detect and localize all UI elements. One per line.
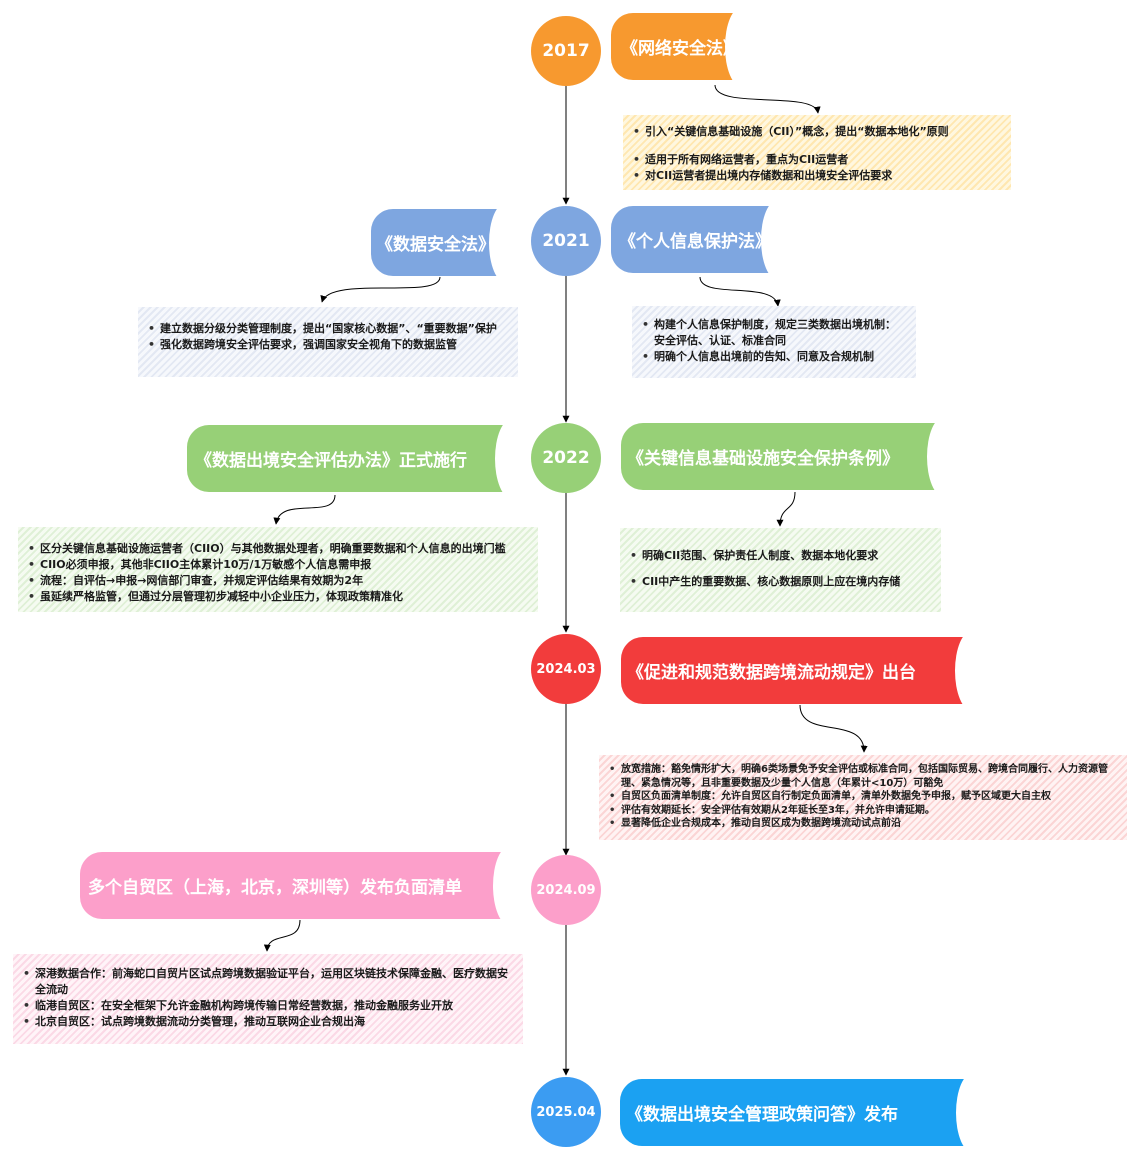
- connector-2022-left-note: [273, 494, 336, 525]
- note-item: 对CII运营者提出境内存储数据和出境安全评估要求: [633, 168, 1001, 184]
- note-item: 深港数据合作：前海蛇口自贸片区试点跨境数据验证平台，运用区块链技术保障金融、医疗…: [23, 966, 513, 998]
- banner-title: 《关键信息基础设施安全保护条例》: [627, 449, 899, 469]
- banner-cross-border-rules: 《促进和规范数据跨境流动规定》出台: [621, 637, 987, 704]
- banner-data-export-assessment: 《数据出境安全评估办法》正式施行: [187, 425, 527, 492]
- note-2021-right: 构建个人信息保护制度，规定三类数据出境机制：安全评估、认证、标准合同 明确个人信…: [632, 306, 916, 378]
- note-item: CIIO必须申报，其他非CIIO主体累计10万/1万敏感个人信息需申报: [28, 557, 528, 573]
- note-item: 明确个人信息出境前的告知、同意及合规机制: [642, 349, 906, 365]
- connector-2022-right-note: [776, 491, 796, 527]
- year-circle-2024-03: 2024.03: [531, 634, 601, 704]
- connector-2021-right-note: [699, 276, 781, 307]
- year-circle-2022: 2022: [531, 423, 601, 493]
- banner-cybersecurity-law: 《网络安全法》: [611, 13, 757, 80]
- note-2022-right: 明确CII范围、保护责任人制度、数据本地化要求 CII中产生的重要数据、核心数据…: [620, 528, 941, 612]
- note-item: 评估有效期延长：安全评估有效期从2年延长至3年，并允许申请延期。: [609, 804, 1117, 818]
- connector-2017-note: [714, 84, 821, 114]
- banner-title: 《促进和规范数据跨境流动规定》出台: [627, 663, 916, 683]
- banner-title: 《数据出境安全管理政策问答》发布: [626, 1105, 898, 1125]
- note-2017: 引入“关键信息基础设施（CII）”概念，提出“数据本地化”原则 适用于所有网络运…: [623, 115, 1011, 190]
- banner-cii-regulation: 《关键信息基础设施安全保护条例》: [621, 423, 959, 490]
- year-circle-2024-09: 2024.09: [531, 855, 601, 925]
- connector-2021-left-note: [320, 276, 441, 303]
- banner-policy-qa: 《数据出境安全管理政策问答》发布: [620, 1079, 988, 1146]
- banner-title: 《数据安全法》: [376, 235, 495, 255]
- banner-data-security-law: 《数据安全法》: [371, 209, 521, 276]
- note-item: 虽延续严格监管，但通过分层管理初步减轻中小企业压力，体现政策精准化: [28, 589, 528, 605]
- banner-pipl: 《个人信息保护法》: [611, 206, 793, 273]
- year-circle-2017: 2017: [531, 16, 601, 86]
- banner-title: 《个人信息保护法》: [619, 232, 772, 252]
- note-item: CII中产生的重要数据、核心数据原则上应在境内存储: [630, 574, 931, 590]
- banner-title: 《网络安全法》: [621, 39, 740, 59]
- note-2024-03: 放宽措施：豁免情形扩大，明确6类场景免予安全评估或标准合同，包括国际贸易、跨境合…: [599, 755, 1127, 840]
- note-item: 区分关键信息基础设施运营者（CIIO）与其他数据处理者，明确重要数据和个人信息的…: [28, 541, 528, 557]
- note-item: 自贸区负面清单制度：允许自贸区自行制定负面清单，清单外数据免予申报，赋予区域更大…: [609, 790, 1117, 804]
- note-item: 北京自贸区：试点跨境数据流动分类管理，推动互联网企业合规出海: [23, 1014, 513, 1030]
- banner-title: 多个自贸区（上海，北京，深圳等）发布负面清单: [88, 878, 462, 898]
- note-item: 流程：自评估→申报→网信部门审查，并规定评估结果有效期为2年: [28, 573, 528, 589]
- year-circle-2025-04: 2025.04: [531, 1077, 601, 1147]
- note-item: 临港自贸区：在安全框架下允许金融机构跨境传输日常经营数据，推动金融服务业开放: [23, 998, 513, 1014]
- year-circle-2021: 2021: [531, 206, 601, 276]
- note-item: 放宽措施：豁免情形扩大，明确6类场景免予安全评估或标准合同，包括国际贸易、跨境合…: [609, 763, 1117, 790]
- note-item: 显著降低企业合规成本，推动自贸区成为数据跨境流动试点前沿: [609, 817, 1117, 831]
- note-2022-left: 区分关键信息基础设施运营者（CIIO）与其他数据处理者，明确重要数据和个人信息的…: [18, 527, 538, 612]
- note-item: 引入“关键信息基础设施（CII）”概念，提出“数据本地化”原则: [633, 124, 1001, 140]
- note-item: 强化数据跨境安全评估要求，强调国家安全视角下的数据监管: [148, 337, 508, 353]
- note-2021-left: 建立数据分级分类管理制度，提出“国家核心数据”、“重要数据”保护 强化数据跨境安…: [138, 307, 518, 377]
- connector-202403-note: [799, 704, 868, 753]
- note-item: 适用于所有网络运营者，重点为CII运营者: [633, 152, 1001, 168]
- note-item: 建立数据分级分类管理制度，提出“国家核心数据”、“重要数据”保护: [148, 321, 508, 337]
- note-item: 明确CII范围、保护责任人制度、数据本地化要求: [630, 548, 931, 564]
- connector-202409-note: [263, 919, 301, 952]
- banner-title: 《数据出境安全评估办法》正式施行: [195, 451, 467, 471]
- note-item: 构建个人信息保护制度，规定三类数据出境机制：安全评估、认证、标准合同: [642, 317, 906, 349]
- note-2024-09: 深港数据合作：前海蛇口自贸片区试点跨境数据验证平台，运用区块链技术保障金融、医疗…: [13, 954, 523, 1044]
- banner-ftz-negative-lists: 多个自贸区（上海，北京，深圳等）发布负面清单: [80, 852, 525, 919]
